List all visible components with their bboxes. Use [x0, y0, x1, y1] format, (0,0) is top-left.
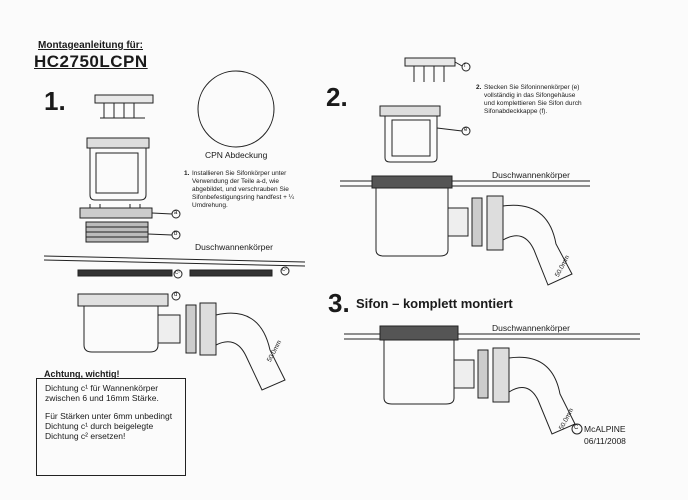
- warning-box: Dichtung c¹ für Wannenkörper zwischen 6 …: [36, 378, 186, 476]
- part-label-a: a: [174, 210, 178, 216]
- part-label-c1: c¹: [175, 270, 180, 276]
- step2-number: 2.: [326, 82, 348, 112]
- part-label-b: b: [174, 231, 178, 237]
- step3-tray-label: Duschwannenkörper: [492, 323, 570, 333]
- step1-instruction-number: 1.: [184, 170, 190, 177]
- step2-instruction-number: 2.: [476, 84, 482, 91]
- document-date: 06/11/2008: [584, 436, 626, 446]
- part-label-d: d: [174, 292, 178, 298]
- step2-tray-label: Duschwannenkörper: [492, 170, 570, 180]
- warning-title: Achtung, wichtig!: [44, 369, 120, 379]
- warning-text-2: Für Stärken unter 6mm unbedingt Dichtung…: [45, 411, 173, 441]
- step3-title: Sifon – komplett montiert: [356, 296, 513, 311]
- warning-text-1: Dichtung c¹ für Wannenkörper zwischen 6 …: [45, 383, 159, 403]
- header-model: HC2750LCPN: [34, 52, 148, 71]
- part-label-c2: c²: [282, 267, 287, 273]
- cpn-cover-label: CPN Abdeckung: [205, 150, 268, 160]
- step1-number: 1.: [44, 86, 66, 116]
- part-label-f: f: [464, 63, 466, 69]
- header-subtitle: Montageanleitung für:: [38, 40, 143, 51]
- copyright-icon: C: [574, 425, 579, 431]
- brand-name: McALPINE: [584, 424, 626, 434]
- step1-instruction: Installieren Sie Sifonkörper unter Verwe…: [192, 170, 295, 209]
- step3-number: 3.: [328, 288, 350, 318]
- step2-instruction: Stecken Sie Sifoninnenkörper (e) vollstä…: [484, 84, 582, 115]
- step1-tray-label: Duschwannenkörper: [195, 242, 273, 252]
- part-label-e: e: [464, 127, 468, 133]
